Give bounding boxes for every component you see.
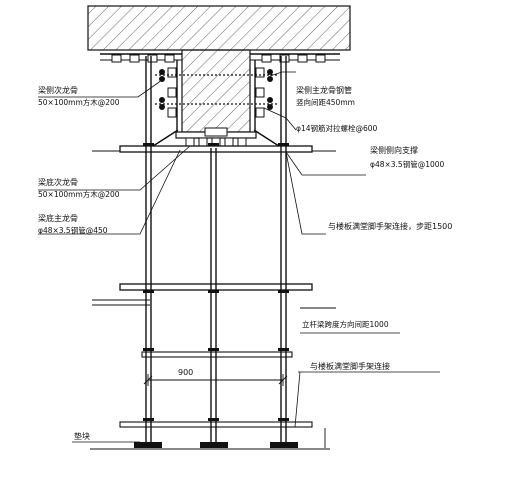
base-plates [90,442,330,450]
label-pole-spacing: 立杆梁跨度方向间距1000 [302,320,389,329]
label-side-main-rib: 梁侧主龙骨钢管 [296,86,352,95]
diagonal-braces [149,129,283,149]
side-main-ribs [159,69,273,110]
vertical-poles [145,56,287,442]
concrete-slab [87,5,351,51]
dimension-line [143,374,326,448]
label-side-diagonal-brace-spec: φ48×3.5钢管@1000 [370,160,445,169]
slab-formwork [100,53,340,63]
label-base-plate: 垫块 [74,432,90,441]
fasteners [143,143,289,421]
label-bottom-main-rib-spec: φ48×3.5钢管@450 [38,226,108,235]
label-side-diagonal-brace: 梁侧侧向支撑 [370,146,418,155]
label-connect-scaffold-step: 与楼板满堂脚手架连接，步距1500 [328,222,453,231]
label-side-secondary-rib-spec: 50×100mm方木@200 [38,98,120,107]
label-bottom-secondary-rib: 梁底次龙骨 [38,178,78,187]
beam-side-formwork [167,60,265,134]
label-bottom-main-rib: 梁底主龙骨 [38,214,78,223]
label-connect-scaffold: 与楼板满堂脚手架连接 [310,362,390,371]
beam-bottom-formwork [175,127,257,147]
concrete-beam [181,49,251,133]
tie-bolts [155,74,277,105]
leader-lines [38,71,440,443]
label-dimension-900: 900 [178,368,194,377]
label-side-secondary-rib: 梁侧次龙骨 [38,86,78,95]
label-tie-bolt: φ14钢筋对拉螺栓@600 [296,124,378,133]
label-side-main-rib-spacing: 竖向间距450mm [296,98,355,107]
label-bottom-secondary-rib-spec: 50×100mm方木@200 [38,190,120,199]
horizontal-ledgers [92,145,336,428]
